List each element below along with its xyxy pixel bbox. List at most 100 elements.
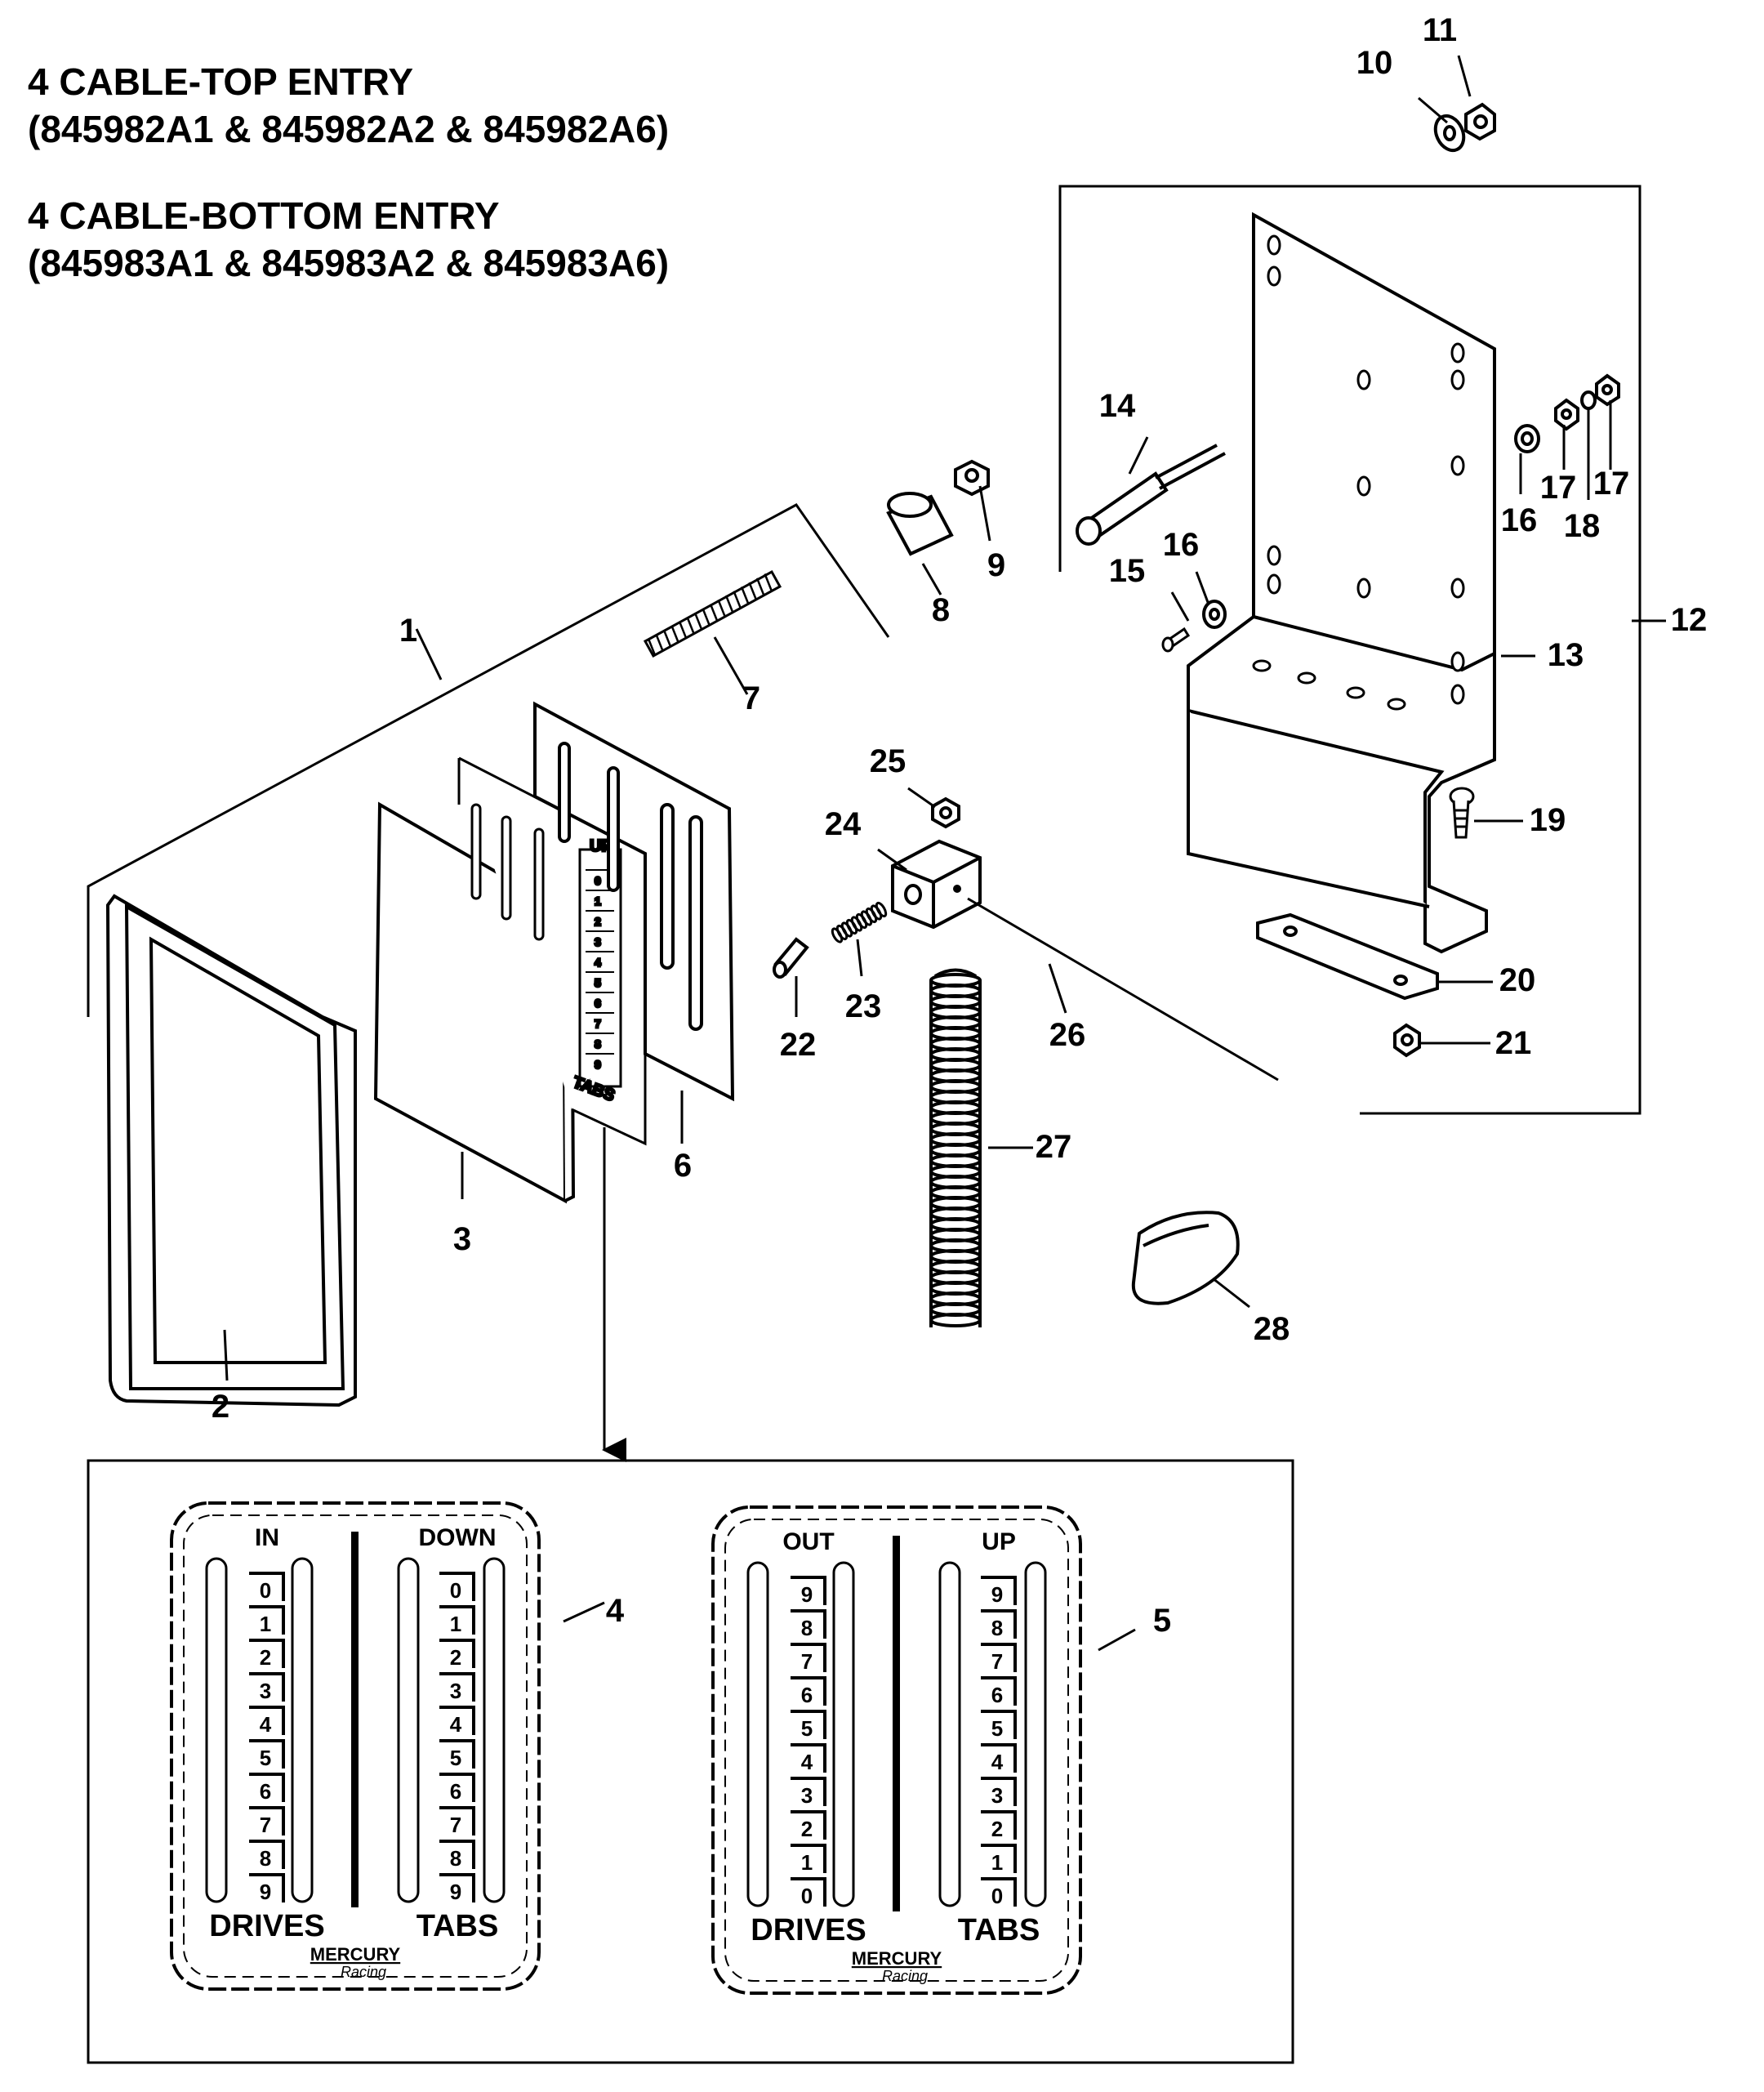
nut-11	[1464, 102, 1496, 141]
tabs-scale-mark: 9	[991, 1582, 1003, 1607]
pin-22	[773, 937, 809, 979]
mercury-logo: MERCURY	[310, 1944, 401, 1965]
tabs-scale-mark: 7	[450, 1813, 461, 1837]
leader-lines	[223, 55, 1666, 1652]
drives-scale-mark: 8	[260, 1846, 271, 1871]
callout-26: 26	[1049, 1017, 1086, 1053]
drives-scale-mark: 1	[801, 1850, 813, 1875]
callout-14: 14	[1099, 388, 1136, 424]
drives-scale-mark: 2	[801, 1817, 813, 1841]
bezel-frame	[105, 894, 357, 1407]
tabs-scale-mark: 2	[450, 1645, 461, 1670]
tabs-scale-mark: 0	[991, 1884, 1003, 1908]
tabs-scale-mark: 1	[450, 1612, 461, 1636]
small-plate-scale-mark: 4	[595, 956, 601, 969]
drives-scale-mark: 5	[260, 1746, 271, 1770]
screw-15	[1161, 627, 1191, 653]
callout-4: 4	[606, 1593, 625, 1629]
small-plate-scale-mark: 8	[595, 1037, 601, 1050]
faceplate-drives-label: DRIVES	[751, 1913, 866, 1947]
drives-scale-mark: 4	[260, 1712, 272, 1737]
spring-23	[831, 901, 888, 943]
callout-7: 7	[742, 680, 760, 716]
faceplate-top-right-label: UP	[982, 1528, 1016, 1555]
drives-scale-mark: 2	[260, 1645, 271, 1670]
small-plate-scale-mark: 5	[595, 976, 601, 989]
washer-16a	[1202, 600, 1227, 629]
drives-scale-mark: 0	[801, 1884, 813, 1908]
sending-unit	[1076, 444, 1226, 546]
callout-16: 16	[1501, 502, 1538, 538]
tabs-scale-mark: 1	[991, 1850, 1003, 1875]
tabs-scale-mark: 0	[450, 1578, 461, 1603]
faceplate-top-left-label: IN	[255, 1524, 279, 1551]
title-bottom-entry: 4 CABLE-BOTTOM ENTRY	[28, 194, 500, 237]
drives-scale-mark: 6	[260, 1779, 271, 1804]
callout-25: 25	[870, 743, 906, 779]
tabs-scale-mark: 2	[991, 1817, 1003, 1841]
callout-15: 15	[1109, 553, 1146, 589]
tabs-scale-mark: 3	[450, 1679, 461, 1703]
cable-block-24	[891, 839, 982, 930]
washer-10	[1433, 114, 1466, 153]
drives-scale-mark: 7	[260, 1813, 271, 1837]
detail-box	[87, 1459, 1294, 2064]
tabs-scale-mark: 9	[450, 1880, 461, 1904]
callout-27: 27	[1036, 1129, 1072, 1165]
spacer	[886, 492, 954, 556]
callout-13: 13	[1548, 637, 1584, 673]
tabs-scale-mark: 3	[991, 1783, 1003, 1808]
tabs-scale-mark: 6	[450, 1779, 461, 1804]
faceplate-top-left-label: OUT	[782, 1528, 834, 1555]
group-1-outline	[87, 503, 890, 1017]
threaded-rod	[643, 569, 782, 658]
small-plate-scale-mark: 6	[595, 997, 601, 1010]
drives-scale-mark: 9	[260, 1880, 271, 1904]
callout-10: 10	[1356, 45, 1393, 81]
callout-17: 17	[1593, 466, 1630, 502]
knob-28	[1131, 1211, 1240, 1305]
drives-scale-mark: 6	[801, 1683, 813, 1707]
callout-11: 11	[1423, 12, 1457, 48]
small-plate-scale-mark: 9	[595, 1058, 601, 1071]
faceplate-drives-label: DRIVES	[209, 1909, 324, 1943]
tabs-scale-mark: 4	[450, 1712, 462, 1737]
faceplate-tabs-label: TABS	[958, 1913, 1040, 1947]
racing-logo: Racing	[882, 1968, 928, 1984]
callout-12: 12	[1671, 602, 1708, 638]
callout-2: 2	[212, 1389, 229, 1425]
spring-27	[929, 968, 982, 1327]
callout-17: 17	[1540, 470, 1577, 506]
tabs-scale-mark: 8	[450, 1846, 461, 1871]
small-plate-scale-mark: 0	[595, 874, 601, 887]
callout-6: 6	[674, 1148, 692, 1184]
nuts-17-18	[1554, 373, 1620, 431]
drives-scale-mark: 4	[801, 1750, 813, 1774]
small-plate-scale-mark: 2	[595, 915, 601, 928]
callout-1: 1	[399, 613, 417, 649]
group-12-outline	[1058, 185, 1642, 1115]
callout-21: 21	[1495, 1025, 1532, 1061]
drives-scale-mark: 3	[260, 1679, 271, 1703]
tabs-scale-mark: 6	[991, 1683, 1003, 1707]
drives-scale-mark: 5	[801, 1716, 813, 1741]
drives-scale-mark: 3	[801, 1783, 813, 1808]
tabs-scale-mark: 7	[991, 1649, 1003, 1674]
drives-scale-mark: 0	[260, 1578, 271, 1603]
callout-20: 20	[1499, 962, 1536, 998]
small-plate-scale-mark: 1	[595, 894, 601, 908]
tabs-scale-mark: 5	[450, 1746, 461, 1770]
small-plate-scale-mark: 3	[595, 935, 601, 948]
faceplate-tabs-label: TABS	[416, 1909, 499, 1943]
faceplate-top-right-label: DOWN	[419, 1524, 497, 1551]
drives-scale-mark: 8	[801, 1616, 813, 1640]
racing-logo: Racing	[341, 1964, 386, 1980]
callout-3: 3	[453, 1221, 471, 1257]
drives-scale-mark: 1	[260, 1612, 271, 1636]
part-numbers-top-entry: (845982A1 & 845982A2 & 845982A6)	[28, 108, 670, 150]
callout-19: 19	[1530, 802, 1566, 838]
